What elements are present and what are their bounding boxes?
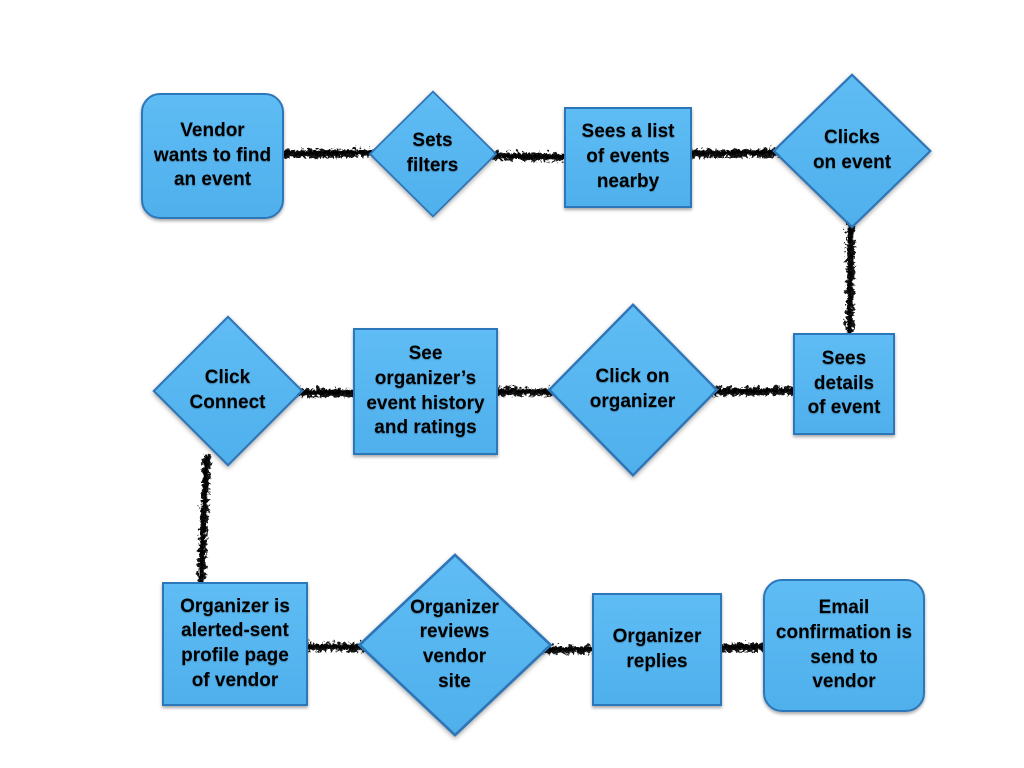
node-organizer-replies: Organizer replies bbox=[592, 593, 722, 706]
diamond-shape bbox=[356, 553, 553, 737]
node-label: Sees a list of events nearby bbox=[581, 121, 675, 192]
node-organizer-reviews: Organizer reviews vendor site bbox=[356, 553, 553, 737]
node-sees-details: Sees details of event bbox=[793, 333, 895, 435]
node-label: Email confirmation is send to vendor bbox=[775, 597, 913, 693]
node-label: Organizer replies bbox=[612, 625, 702, 672]
node-label: Organizer is alerted-sent profile page o… bbox=[180, 595, 290, 691]
diamond-shape bbox=[772, 73, 932, 229]
node-sets-filters: Sets filters bbox=[368, 89, 497, 218]
node-email-confirm: Email confirmation is send to vendor bbox=[763, 579, 925, 712]
node-organizer-alerted: Organizer is alerted-sent profile page o… bbox=[162, 582, 308, 706]
diamond-shape bbox=[546, 303, 719, 477]
node-see-history: See organizer’s event history and rating… bbox=[353, 328, 498, 455]
diamond-shape bbox=[368, 89, 497, 218]
node-click-connect: Click Connect bbox=[151, 315, 304, 467]
node-sees-list: Sees a list of events nearby bbox=[564, 107, 692, 208]
node-vendor-start: Vendor wants to find an event bbox=[141, 93, 284, 219]
node-label: See organizer’s event history and rating… bbox=[366, 343, 485, 439]
node-clicks-event: Clicks on event bbox=[772, 73, 932, 229]
diamond-shape bbox=[151, 315, 304, 467]
node-label: Vendor wants to find an event bbox=[153, 119, 272, 191]
node-label: Sees details of event bbox=[807, 347, 881, 419]
node-click-organizer: Click on organizer bbox=[546, 303, 719, 477]
